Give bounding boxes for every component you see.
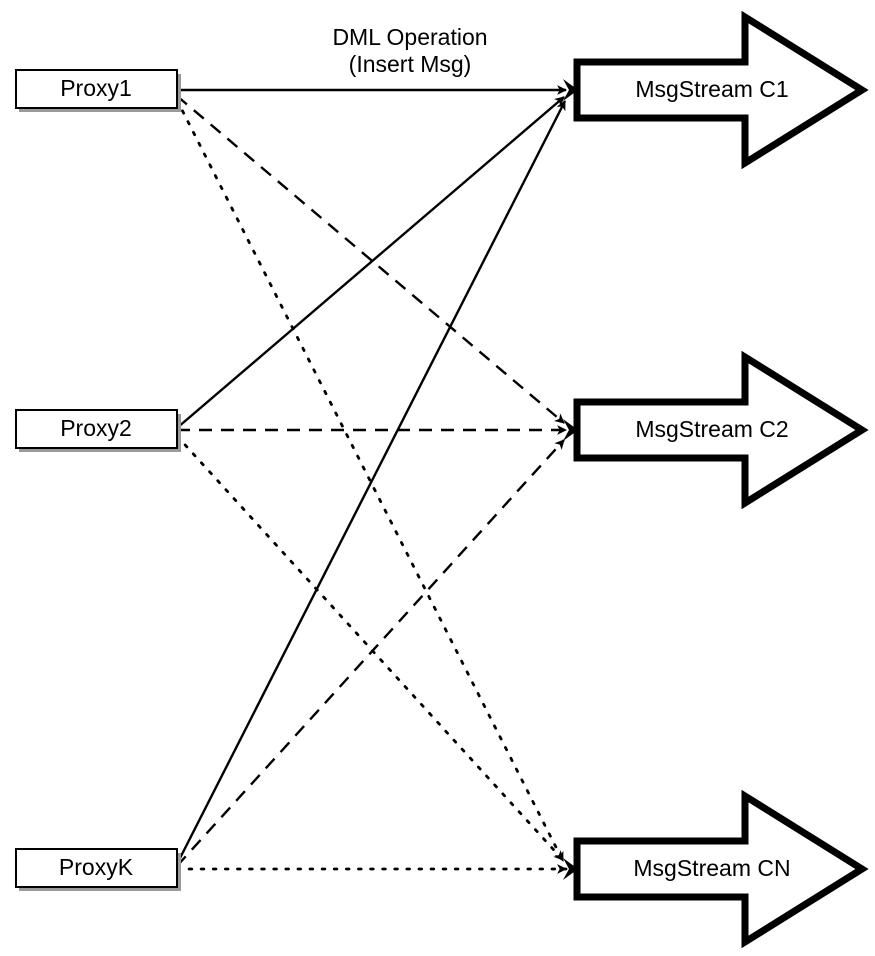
caption-line-1: DML Operation	[332, 24, 487, 50]
edge-arrowhead-cluster-layer	[563, 79, 578, 880]
source-node-proxy1[interactable]: Proxy1	[15, 69, 181, 112]
source-node-proxyk[interactable]: ProxyK	[15, 848, 181, 891]
caption-line-2: (Insert Msg)	[349, 51, 472, 77]
stream-node-c1[interactable]: MsgStream C1	[573, 10, 869, 170]
proxy1-label: Proxy1	[60, 75, 132, 101]
c1-label: MsgStream C1	[635, 76, 788, 102]
edge-proxy1-to-cn	[175, 98, 565, 863]
proxy2-label: Proxy2	[60, 415, 132, 441]
caption-dml-operation: DML Operation (Insert Msg)	[332, 24, 487, 77]
proxy2-box[interactable]	[15, 409, 178, 449]
edge-proxy1-to-c2	[176, 95, 565, 424]
cn-arrow-shape[interactable]	[573, 789, 869, 949]
edge-layer	[175, 85, 568, 874]
proxyk-box[interactable]	[15, 848, 178, 888]
source-node-proxy2[interactable]: Proxy2	[15, 409, 181, 452]
edge-proxyk-to-c1	[175, 100, 567, 865]
edge-proxy2-to-cn	[175, 434, 565, 862]
c2-arrow-shape[interactable]	[573, 350, 869, 510]
proxy1-box[interactable]	[15, 69, 178, 109]
stream-node-c2[interactable]: MsgStream C2	[573, 350, 869, 510]
stream-node-cn[interactable]: MsgStream CN	[573, 789, 869, 949]
cn-incoming-arrowhead-cap	[563, 858, 578, 880]
c1-incoming-arrowhead-cap	[563, 79, 578, 101]
proxyk-label: ProxyK	[59, 854, 134, 880]
c1-arrow-shape[interactable]	[573, 10, 869, 170]
c2-incoming-arrowhead-cap	[563, 419, 578, 441]
edge-proxy2-to-c1	[176, 96, 565, 429]
cn-label: MsgStream CN	[633, 855, 790, 881]
c2-label: MsgStream C2	[635, 416, 788, 442]
edge-proxyk-to-c2	[176, 439, 565, 867]
